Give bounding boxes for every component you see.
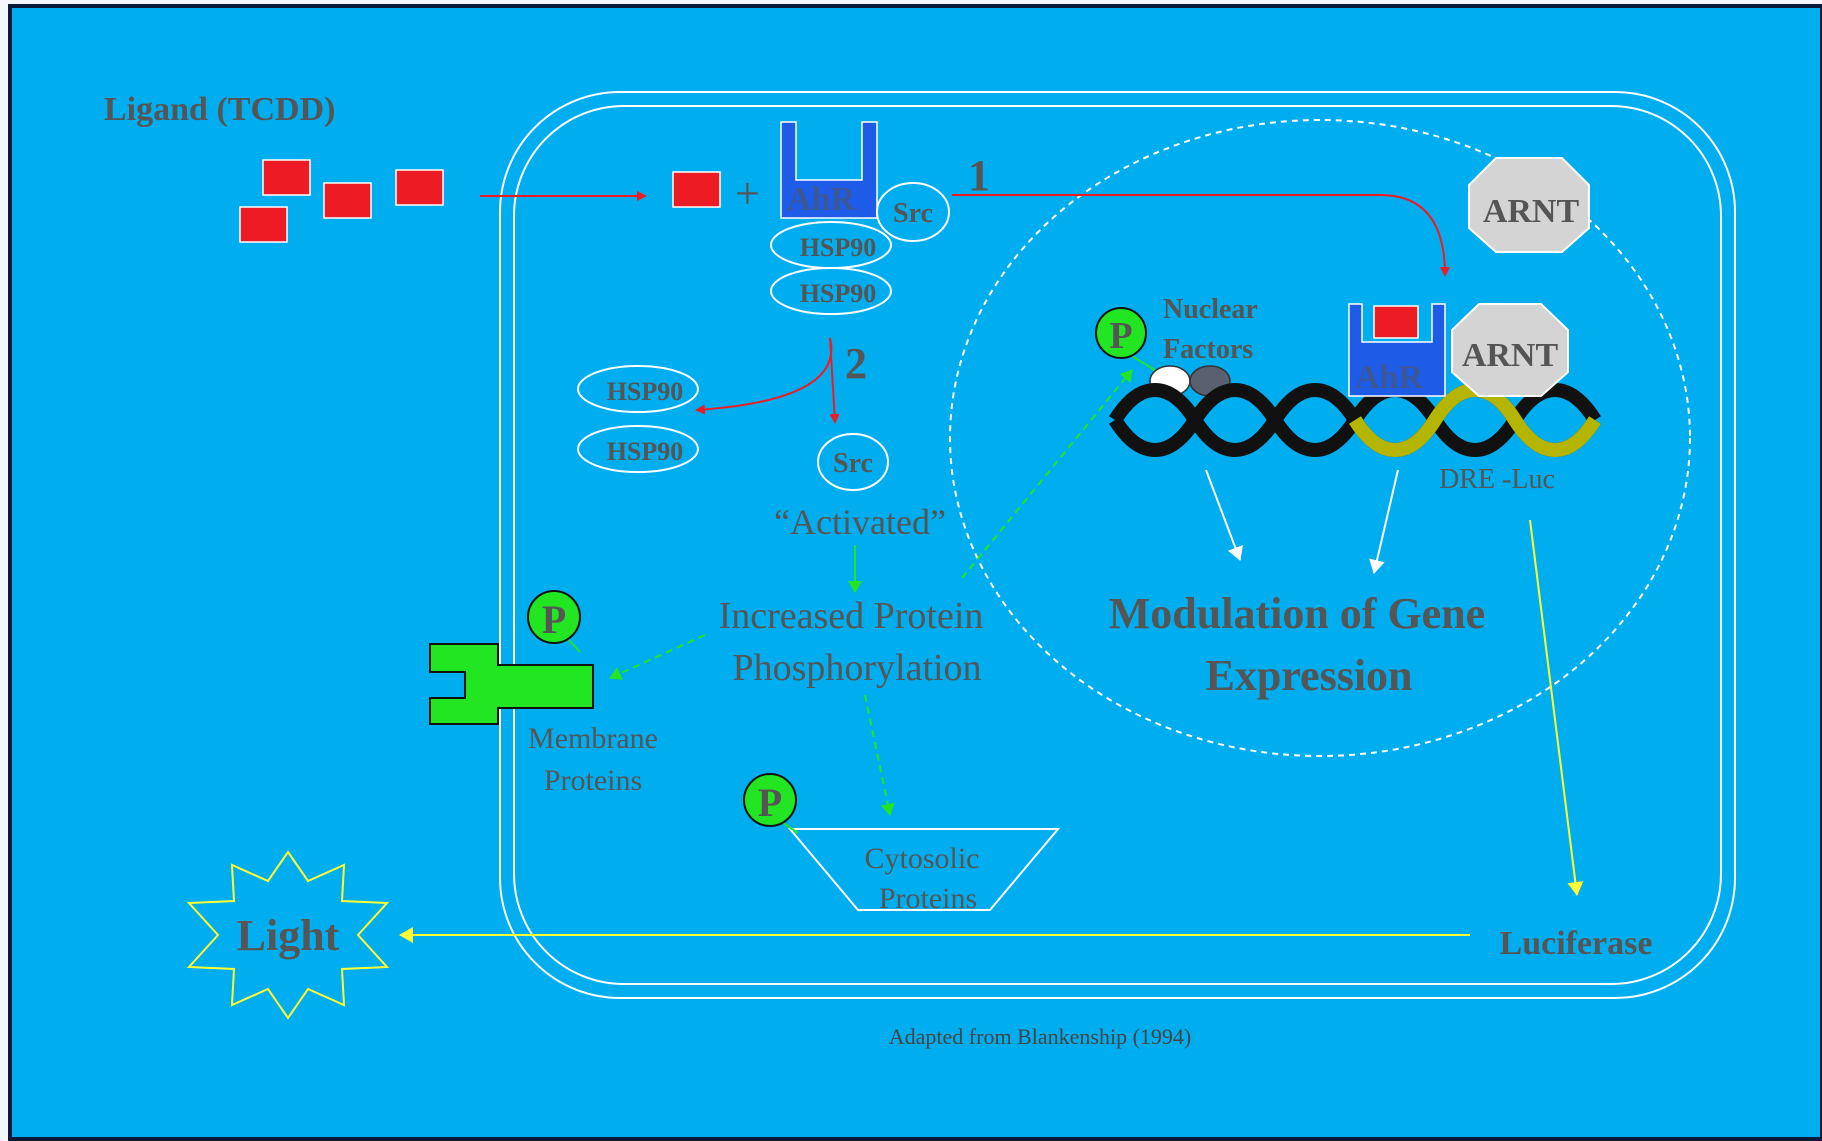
step-2-label: 2 (845, 339, 867, 388)
cell-membrane-inner (513, 105, 1722, 985)
phospho-arrow-nuclear (961, 369, 1133, 579)
pathway-1-arrow (952, 194, 1450, 277)
ahr-receptor (780, 121, 878, 219)
phosphate-label: P (542, 597, 566, 642)
activated-label: “Activated” (774, 502, 946, 542)
ligand-molecule (395, 169, 444, 206)
nucleus-boundary (949, 119, 1691, 757)
light-label: Light (237, 911, 340, 960)
ligand-molecule (323, 182, 372, 219)
hsp90-chaperone-released (577, 425, 699, 473)
phosphate-group-nuclear (1095, 307, 1147, 359)
hsp90-label: HSP90 (800, 233, 877, 262)
membrane-proteins-label: Membrane (528, 722, 658, 755)
cytosolic-proteins-label: Cytosolic (864, 842, 979, 875)
nuclear-factors-label: Factors (1163, 334, 1253, 365)
gene-expression-arrow (1369, 469, 1399, 574)
cytosolic-phospho-link (781, 821, 799, 834)
hsp90-label: HSP90 (607, 437, 684, 466)
hsp90-chaperone (770, 267, 892, 315)
cytosolic-proteins-label: Proteins (879, 882, 977, 915)
cytosolic-protein (787, 828, 1061, 911)
ligand-molecule (239, 206, 288, 243)
phosphate-group-membrane (527, 590, 581, 644)
ahr-label: AhR (787, 181, 855, 218)
pathway-2-arrow-src (829, 337, 840, 424)
modulation-label: Modulation of Gene (1109, 589, 1485, 638)
source-credit: Adapted from Blankenship (1994) (889, 1024, 1191, 1049)
dre-luc-label: DRE -Luc (1439, 464, 1555, 495)
ahr-receptor-nuclear (1348, 303, 1446, 397)
arnt-label: ARNT (1462, 337, 1559, 374)
src-label: Src (893, 198, 933, 229)
step-1-label: 1 (968, 151, 990, 200)
membrane-proteins-label: Proteins (544, 764, 642, 797)
modulation-label: Expression (1205, 651, 1412, 700)
src-label: Src (833, 448, 873, 479)
src-kinase (876, 182, 950, 242)
membrane-protein (429, 643, 594, 725)
phospho-arrow-cytosolic (864, 694, 895, 816)
hsp90-label: HSP90 (800, 279, 877, 308)
ligand-molecule (262, 159, 311, 196)
ligand-molecule-nuclear (1373, 305, 1419, 339)
luciferase-expression-arrow (1529, 519, 1584, 896)
phosphate-group-cytosolic (743, 773, 797, 827)
nuclear-factors-label: Nuclear (1163, 294, 1258, 325)
light-starburst (186, 850, 390, 1020)
membrane-phospho-link (566, 637, 581, 653)
arnt-label: ARNT (1483, 193, 1580, 230)
phosphate-label: P (758, 780, 782, 825)
arnt-protein-nuclear (1451, 303, 1569, 397)
arnt-protein (1468, 157, 1590, 253)
gene-expression-arrow (1205, 469, 1243, 561)
plus-sign: + (735, 169, 760, 218)
hsp90-chaperone-released (577, 365, 699, 413)
cell-membrane-outer (499, 91, 1736, 999)
phospho-arrow-membrane (609, 634, 706, 680)
slide-frame (8, 4, 1822, 1141)
luciferase-label: Luciferase (1500, 925, 1653, 962)
increased-phosphorylation-label: Increased Protein (719, 595, 984, 637)
increased-phosphorylation-label: Phosphorylation (732, 647, 981, 689)
ligand-molecule-bound (672, 171, 721, 208)
hsp90-label: HSP90 (607, 377, 684, 406)
phosphate-label: P (1109, 315, 1132, 357)
ligand-label: Ligand (TCDD) (104, 91, 335, 128)
src-kinase-activated (817, 433, 889, 491)
ahr-label: AhR (1355, 359, 1423, 396)
